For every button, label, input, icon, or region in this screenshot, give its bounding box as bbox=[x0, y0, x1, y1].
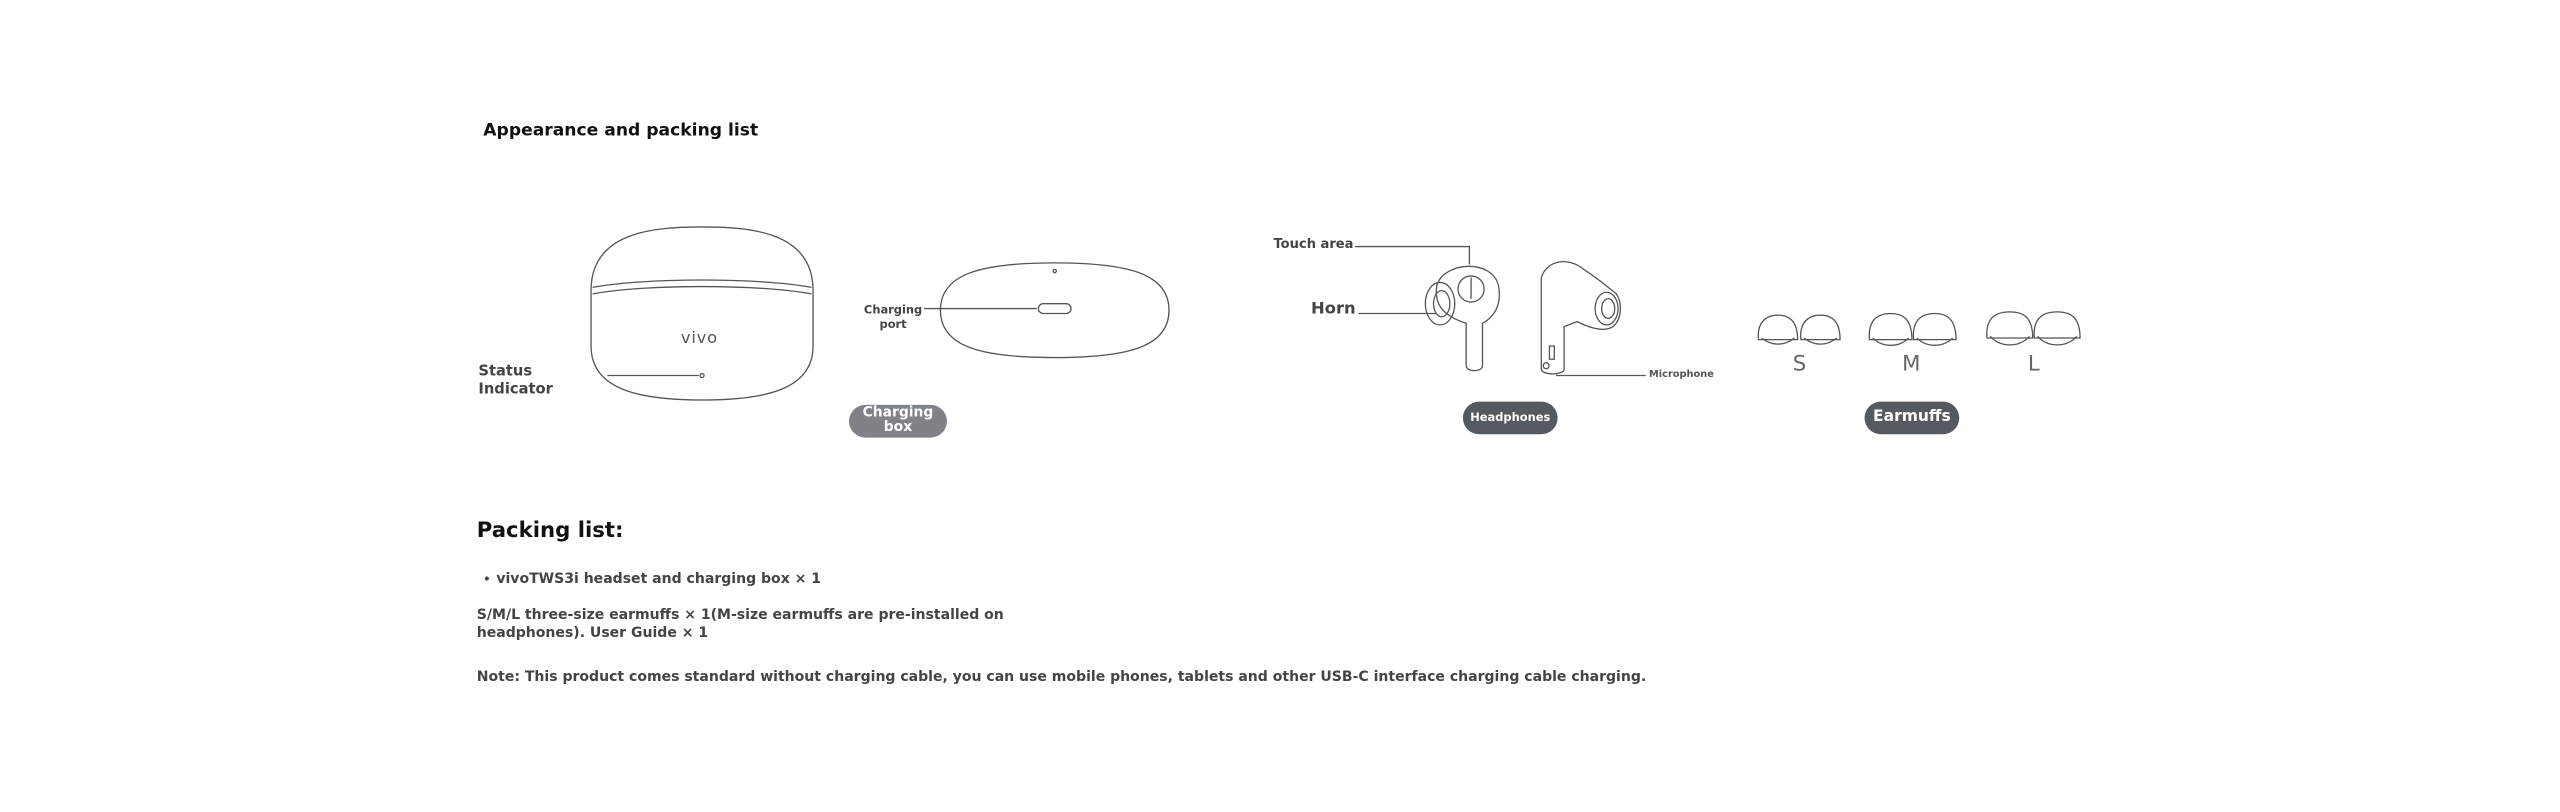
microphone-label: Microphone bbox=[1649, 368, 1714, 381]
eartip-size-m bbox=[1868, 312, 1957, 346]
headphones-badge: Headphones bbox=[1462, 401, 1558, 435]
eartip-size-l-label: L bbox=[2027, 352, 2040, 378]
eartip-size-m-label: M bbox=[1902, 352, 1921, 378]
touch-area-label: Touch area bbox=[1273, 236, 1354, 252]
charging-box-badge: Charging box bbox=[849, 404, 947, 438]
packing-item-bullet: • bbox=[483, 573, 491, 587]
eartips-illustration bbox=[1757, 311, 2081, 346]
eartip-size-s-label: S bbox=[1792, 352, 1807, 378]
charging-case-back-illustration bbox=[924, 262, 1170, 359]
eartip-size-l bbox=[1986, 311, 2081, 346]
earbud-illustration bbox=[1355, 245, 1646, 377]
packing-item-headset: vivoTWS3i headset and charging box × 1 bbox=[496, 571, 822, 588]
earmuffs-badge: Earmuffs bbox=[1864, 401, 1960, 435]
eartip-size-s bbox=[1757, 314, 1841, 345]
horn-label: Horn bbox=[1311, 300, 1356, 319]
charging-port-label: Charging port bbox=[863, 303, 923, 331]
status-indicator-label: Status Indicator bbox=[478, 364, 553, 399]
section-title: Appearance and packing list bbox=[483, 120, 759, 141]
packing-list-title: Packing list: bbox=[476, 519, 624, 544]
packing-note: Note: This product comes standard withou… bbox=[476, 669, 1647, 686]
charging-case-front-illustration bbox=[590, 226, 814, 401]
packing-item-earmuffs: S/M/L three-size earmuffs × 1(M-size ear… bbox=[476, 607, 1004, 642]
case-brand-logo: vivo bbox=[680, 329, 718, 348]
